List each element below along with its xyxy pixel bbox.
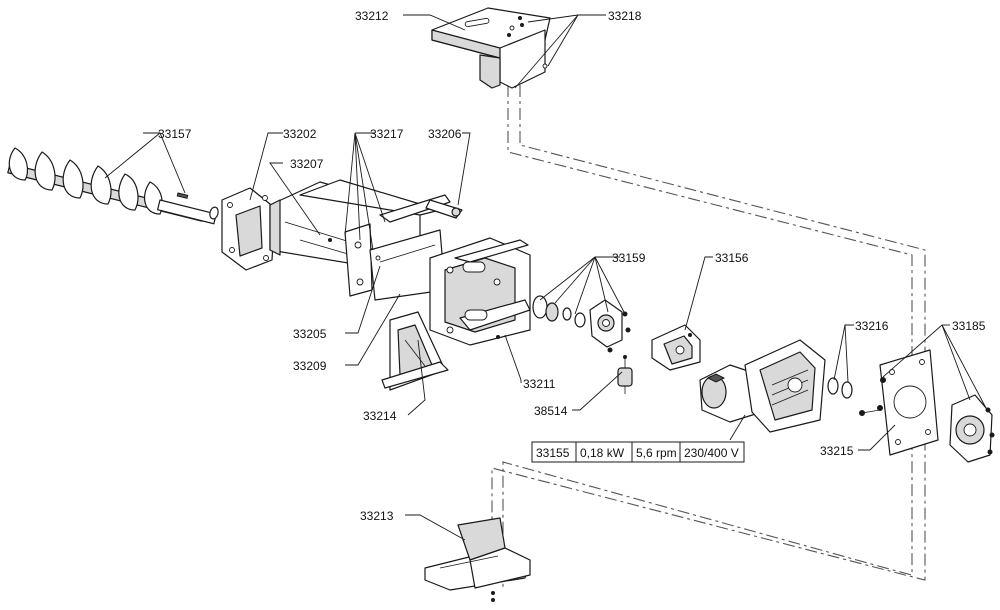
label-33213: 33213 [360,509,394,523]
label-33217: 33217 [370,127,404,141]
label-33157: 33157 [158,127,192,141]
part-33216-washers [827,377,853,399]
part-33157-auger-screw [7,147,219,225]
part-33211-main-frame [429,237,531,346]
spec-speed: 5,6 rpm [636,446,677,460]
label-33211: 33211 [523,377,556,391]
spec-voltage: 230/400 V [684,446,739,460]
label-33205: 33205 [293,327,327,341]
assembly-link-lines [491,85,926,590]
spec-power: 0,18 kW [580,446,625,460]
label-33207: 33207 [290,157,324,171]
part-33156-coupling [651,324,701,371]
label-33214: 33214 [363,409,397,423]
part-33212-top-bracket [431,7,551,89]
label-33156: 33156 [715,251,749,265]
spec-part-number: 33155 [536,446,570,460]
label-33215: 33215 [820,444,854,458]
part-33202-flange-plate [221,187,276,271]
label-33218: 33218 [608,9,642,23]
part-labels: 33212 33218 33157 33202 33217 33206 3320… [158,9,986,523]
part-33214-stand [381,311,449,391]
leader-lines [104,14,987,541]
part-33215-motor-plate [859,349,939,456]
part-33205-side-plate [344,223,373,297]
label-38514: 38514 [534,404,568,418]
motor-spec-table: 33155 0,18 kW 5,6 rpm 230/400 V [531,441,745,463]
part-33213-bottom-tray [424,517,531,602]
label-33216: 33216 [855,319,889,333]
label-33202: 33202 [283,127,317,141]
label-33209: 33209 [293,359,327,373]
label-33159: 33159 [612,251,646,265]
part-38514-vibration-mount [617,355,633,394]
label-33206: 33206 [428,127,462,141]
part-33185-flange-bearing [949,394,995,463]
part-33159-bearing-kit [532,295,631,353]
part-33155-gear-motor [699,339,826,433]
part-33206-top-lever [379,194,463,223]
label-33185: 33185 [952,319,986,333]
label-33212: 33212 [355,9,389,23]
